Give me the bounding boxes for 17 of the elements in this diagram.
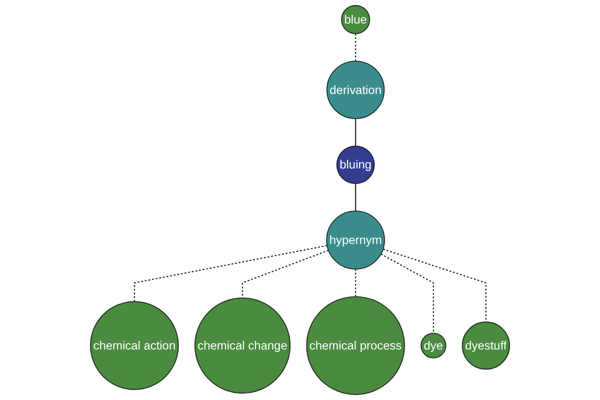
connector (355, 269, 356, 297)
node-circle: dyestuff (462, 322, 510, 370)
connector (380, 254, 434, 334)
node-circle: dye (420, 332, 446, 358)
node-circle: bluing (336, 146, 375, 184)
connector (134, 245, 328, 302)
node-circle: chemical process (306, 296, 405, 395)
node-circle: derivation (326, 60, 385, 119)
connector (242, 250, 329, 298)
connector (355, 118, 356, 146)
node-circle: chemical change (194, 298, 291, 394)
connector (382, 248, 486, 322)
node-circle: blue (341, 5, 370, 34)
connector (355, 184, 356, 212)
node-circle: hypernym (326, 210, 386, 270)
connector (355, 34, 356, 62)
node-circle: chemical action (90, 301, 179, 390)
